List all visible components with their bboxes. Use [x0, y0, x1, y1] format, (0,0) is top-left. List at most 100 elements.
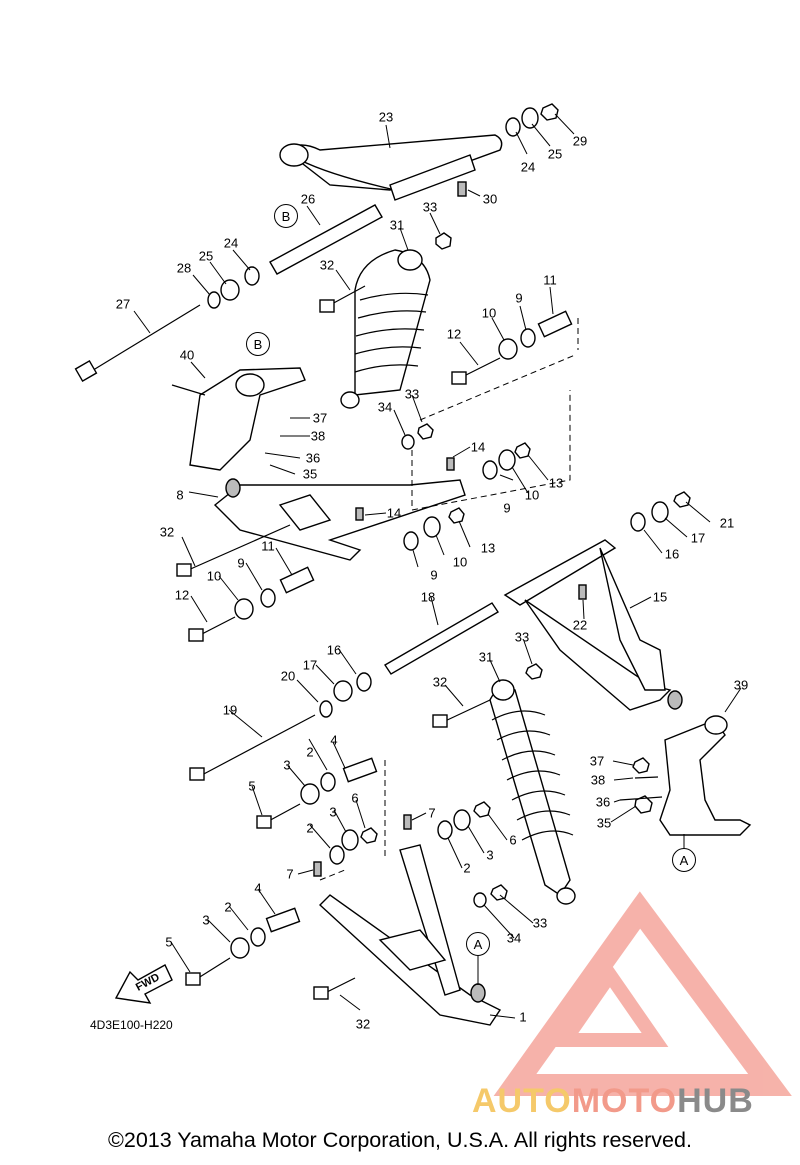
fitting-30 — [457, 181, 467, 197]
callout-12: 12 — [174, 587, 190, 603]
washer-3-lower — [230, 937, 250, 959]
callout-11: 11 — [543, 272, 557, 288]
bushing-2-right — [437, 820, 453, 840]
callout-36: 36 — [305, 450, 321, 466]
nut-13-lower — [448, 507, 465, 524]
nut-6-left — [360, 827, 378, 844]
callout-38: 38 — [310, 428, 326, 444]
callout-32: 32 — [319, 257, 335, 273]
bolt-12-lower — [188, 616, 236, 642]
bushing-9-mid — [482, 460, 498, 480]
callout-10: 10 — [524, 487, 540, 503]
washer-3-mid — [341, 829, 359, 851]
callout-23: 23 — [378, 109, 394, 125]
callout-12: 12 — [446, 326, 462, 342]
callout-33: 33 — [514, 629, 530, 645]
callout-24: 24 — [223, 235, 239, 251]
callout-7: 7 — [428, 805, 436, 821]
nut-35-right — [634, 795, 653, 814]
washer-10-mid — [498, 449, 516, 471]
bolt-32-lower — [432, 699, 491, 728]
reference-marker-b-knuckle: B — [246, 332, 270, 356]
callout-19: 19 — [222, 702, 238, 718]
callout-36: 36 — [595, 794, 611, 810]
callout-9: 9 — [503, 500, 511, 516]
reference-marker-b-upper: B — [274, 204, 298, 228]
callout-37: 37 — [312, 410, 328, 426]
copyright-notice: ©2013 Yamaha Motor Corporation, U.S.A. A… — [108, 1128, 692, 1152]
watermark-text: AUTOMOTOHUB — [472, 1082, 754, 1121]
callout-2: 2 — [306, 820, 314, 836]
callout-32: 32 — [432, 674, 448, 690]
callout-17: 17 — [690, 530, 706, 546]
collar-18 — [384, 602, 499, 675]
nut-6-right — [473, 801, 491, 818]
bolt-32-upper — [319, 285, 366, 313]
collar-4-lower — [265, 907, 301, 933]
callout-33: 33 — [532, 915, 548, 931]
fitting-14-right — [446, 457, 455, 471]
fitting-14-left — [355, 507, 364, 521]
bolt-32-bottom — [313, 977, 356, 1000]
bolt-19 — [189, 714, 316, 781]
shock-absorber-31-upper — [340, 249, 431, 409]
callout-14: 14 — [470, 439, 486, 455]
callout-5: 5 — [165, 934, 173, 950]
callout-26: 26 — [300, 191, 316, 207]
callout-38: 38 — [590, 772, 606, 788]
bolt-5-upper — [256, 803, 301, 829]
upper-arm-15 — [503, 539, 683, 711]
washer-10-lower — [423, 516, 441, 538]
nut-29 — [540, 103, 559, 121]
callout-25: 25 — [198, 248, 214, 264]
callout-3: 3 — [486, 847, 494, 863]
leader-lines — [133, 113, 742, 1019]
watermark-part-hub: HUB — [677, 1082, 754, 1120]
bushing-24-right — [505, 117, 521, 137]
callout-7: 7 — [286, 866, 294, 882]
callout-4: 4 — [330, 732, 338, 748]
bolt-27 — [74, 304, 201, 383]
fitting-22 — [578, 584, 587, 600]
washer-20 — [319, 700, 333, 718]
callout-20: 20 — [280, 668, 296, 684]
callout-34: 34 — [377, 399, 393, 415]
watermark-part-moto: MOTO — [571, 1082, 678, 1120]
callout-39: 39 — [733, 677, 749, 693]
callout-3: 3 — [329, 804, 337, 820]
bolt-5-lower — [185, 957, 231, 986]
callout-33: 33 — [404, 386, 420, 402]
bushing-16-right — [630, 512, 646, 532]
nut-37-right — [632, 757, 650, 774]
washer-25-upper — [220, 279, 240, 301]
nut-33-lower-top — [525, 663, 543, 680]
collar-4-mid — [342, 757, 378, 783]
callout-14: 14 — [386, 505, 402, 521]
callout-3: 3 — [283, 757, 291, 773]
washer-28 — [207, 291, 221, 309]
callout-9: 9 — [430, 567, 438, 583]
callout-10: 10 — [206, 568, 222, 584]
bolt-32-mid — [176, 524, 291, 577]
fitting-7-lower — [313, 861, 322, 877]
lower-arm-8 — [213, 478, 466, 561]
callout-2: 2 — [306, 744, 314, 760]
nut-33-upper — [435, 232, 452, 250]
fwd-arrow — [114, 964, 173, 1004]
callout-30: 30 — [482, 191, 498, 207]
callout-21: 21 — [719, 515, 735, 531]
callout-31: 31 — [389, 217, 405, 233]
callout-29: 29 — [572, 133, 588, 149]
callout-11: 11 — [261, 538, 275, 554]
callout-2: 2 — [463, 860, 471, 876]
pin-38-right — [634, 776, 659, 779]
washer-10-left — [234, 598, 254, 620]
bolt-12-upper — [451, 357, 501, 385]
nut-21 — [673, 491, 691, 508]
reference-marker-a-arm: A — [466, 932, 490, 956]
washer-3-right — [453, 809, 471, 831]
knuckle-40 — [171, 367, 306, 471]
nut-33-mid — [417, 423, 434, 440]
callout-3: 3 — [202, 912, 210, 928]
